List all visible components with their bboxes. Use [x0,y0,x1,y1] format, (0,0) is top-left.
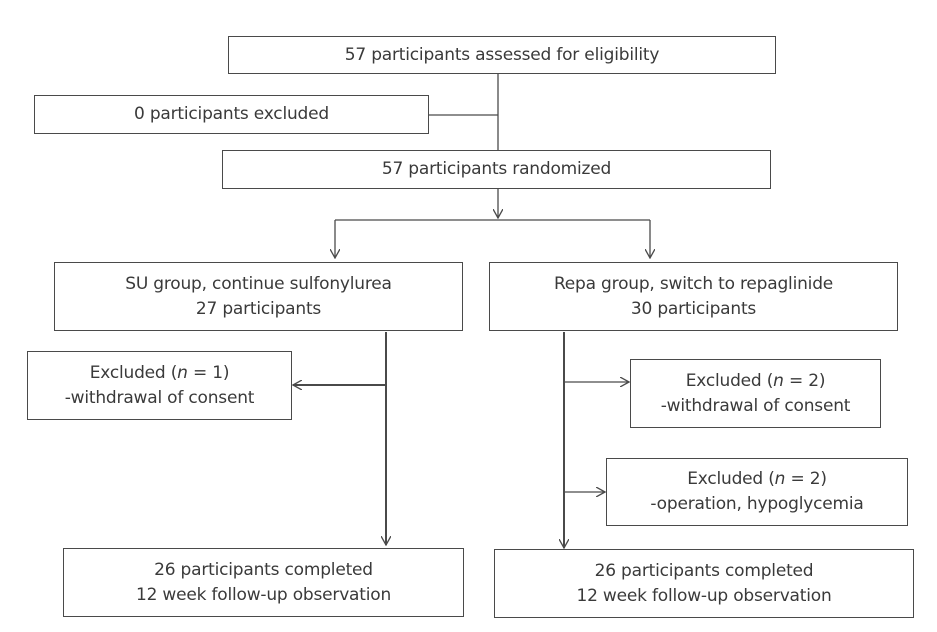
repa-excluded-1-n: n [773,370,784,391]
assessed-text: 57 participants assessed for eligibility [344,44,660,65]
repa-excluded-1-count: = 2) [783,370,826,391]
su-group-line2: 27 participants [195,298,322,319]
repa-excluded-1-label: Excluded ( [685,370,774,391]
excluded-initial-text: 0 participants excluded [134,104,329,124]
repa-excluded-1-box: Excluded (n = 2) -withdrawal of consent [630,359,881,428]
su-group-box: SU group, continue sulfonylurea 27 parti… [54,262,463,331]
repa-completed-line1: 26 participants completed [594,560,814,581]
su-completed-line1: 26 participants completed [154,559,373,580]
repa-excluded-1-heading: Excluded (n = 2) [686,369,826,394]
excluded-initial-box: 0 participants excluded [34,95,429,134]
repa-group-line2: 30 participants [630,298,757,319]
su-excluded-n: n [177,362,188,383]
repa-excluded-2-heading: Excluded (n = 2) [687,467,827,492]
repa-group-line1: Repa group, switch to repaglinide [553,273,834,294]
repa-excluded-2-n: n [774,469,786,489]
su-completed-line2: 12 week follow-up observation [135,584,392,605]
repa-excluded-2-count: = 2) [785,469,827,489]
randomized-box: 57 participants randomized [222,150,771,189]
su-excluded-count: = 1) [187,362,230,383]
repa-group-box: Repa group, switch to repaglinide 30 par… [489,262,898,331]
repa-completed-box: 26 participants completed 12 week follow… [494,549,914,618]
repa-excluded-2-reason: -operation, hypoglycemia [650,494,864,514]
su-completed-box: 26 participants completed 12 week follow… [63,548,464,617]
repa-completed-line2: 12 week follow-up observation [576,585,832,606]
assessed-box: 57 participants assessed for eligibility [228,36,776,74]
repa-excluded-2-box: Excluded (n = 2) -operation, hypoglycemi… [606,458,908,526]
randomized-text: 57 participants randomized [381,159,612,179]
su-excluded-label: Excluded ( [89,362,178,383]
repa-excluded-1-reason: -withdrawal of consent [660,395,851,416]
su-excluded-reason: -withdrawal of consent [64,387,255,408]
su-excluded-heading: Excluded (n = 1) [90,361,230,386]
repa-excluded-2-label: Excluded ( [687,469,775,489]
su-excluded-box: Excluded (n = 1) -withdrawal of consent [27,351,292,420]
su-group-line1: SU group, continue sulfonylurea [125,273,392,294]
